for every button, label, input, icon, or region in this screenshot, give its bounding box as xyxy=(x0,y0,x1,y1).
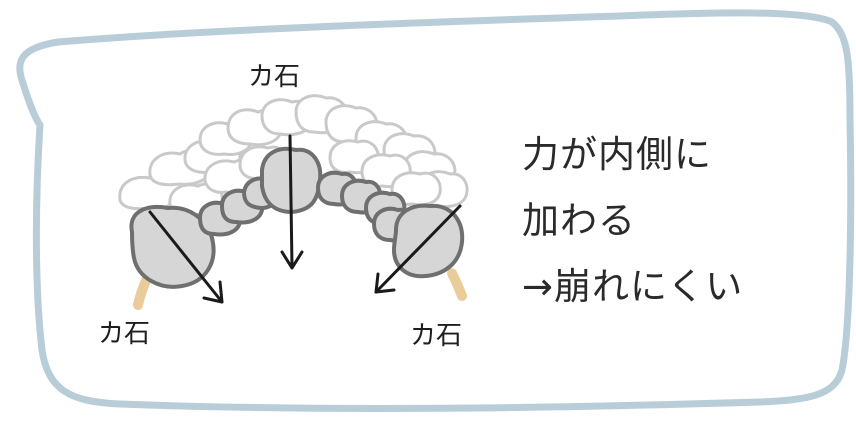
caption-line-1: 力が内側に xyxy=(522,133,712,176)
speech-bubble-outline xyxy=(16,9,855,412)
force-label-right: カ石 xyxy=(410,321,462,351)
caption-line-3: →崩れにくい xyxy=(522,265,744,308)
force-arrows xyxy=(148,134,462,304)
top-arrow xyxy=(280,134,304,270)
right-arrow xyxy=(374,204,462,294)
back-teeth xyxy=(118,94,469,216)
caption-line-2: 加わる xyxy=(522,199,636,242)
front-teeth xyxy=(129,146,465,289)
force-label-left: カ石 xyxy=(98,319,150,349)
left-arrow xyxy=(148,210,224,304)
force-label-top: カ石 xyxy=(248,62,300,92)
